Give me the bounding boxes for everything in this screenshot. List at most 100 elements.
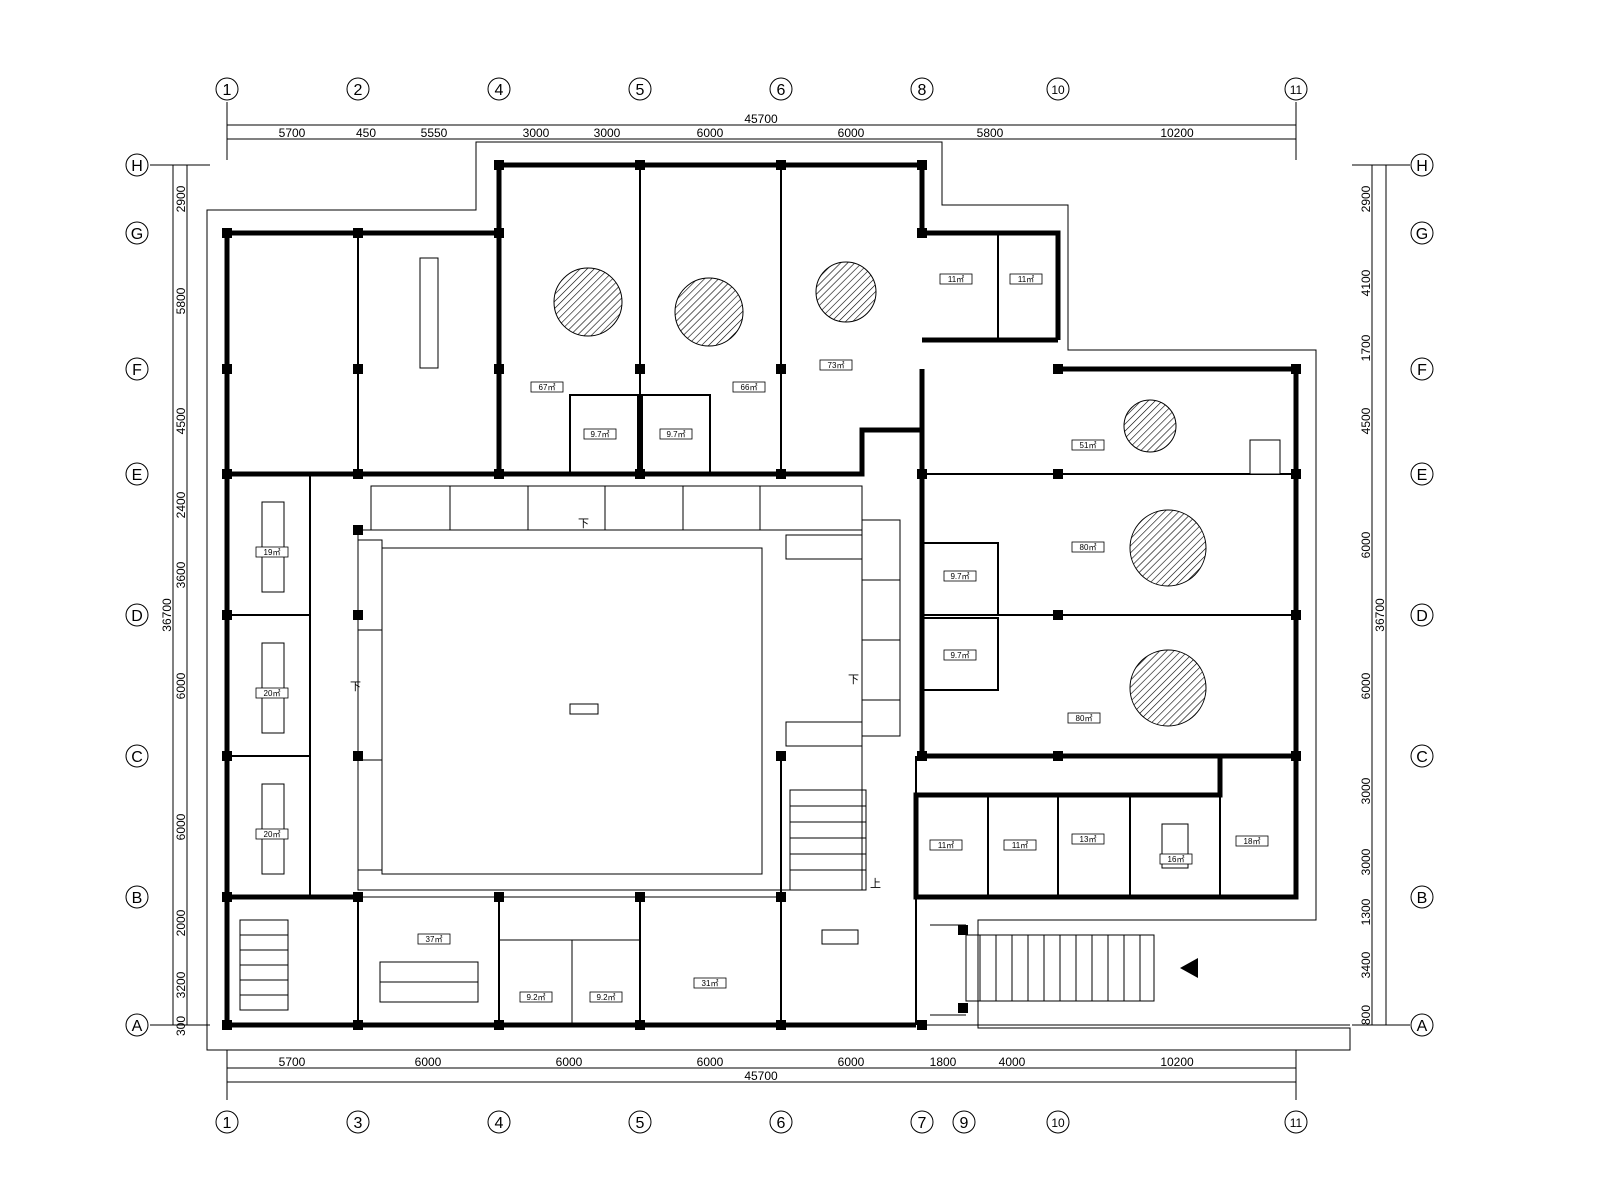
dimension-bottom: 45700 5700 6000 6000 6000 6000 1800 4000…: [227, 1055, 1296, 1083]
grid-bubble-bottom-3: 3: [346, 1110, 370, 1134]
room-area-label: 11㎡: [1012, 841, 1028, 850]
svg-text:2: 2: [354, 82, 363, 99]
room-area-label: 67㎡: [539, 383, 556, 392]
grid-bubble-right-H: H: [1410, 153, 1434, 177]
room-area-label: 16㎡: [1168, 855, 1185, 864]
svg-text:6000: 6000: [1359, 672, 1373, 699]
svg-text:6000: 6000: [174, 813, 188, 840]
svg-text:E: E: [1417, 467, 1428, 484]
svg-text:5700: 5700: [279, 1055, 306, 1069]
svg-text:6000: 6000: [556, 1055, 583, 1069]
dim-bottom-total: 45700: [744, 1069, 778, 1083]
grid-bubble-right-F: F: [1410, 357, 1434, 381]
grid-bubble-bottom-6: 6: [769, 1110, 793, 1134]
grid-bubble-left-G: G: [125, 221, 149, 245]
svg-text:1800: 1800: [930, 1055, 957, 1069]
svg-text:H: H: [1416, 158, 1428, 175]
grid-bubble-right-B: B: [1410, 885, 1434, 909]
svg-text:10200: 10200: [1160, 126, 1194, 140]
svg-text:5700: 5700: [279, 126, 306, 140]
svg-text:2900: 2900: [1359, 185, 1373, 212]
grid-bubble-right-G: G: [1410, 221, 1434, 245]
svg-text:G: G: [1416, 226, 1428, 243]
room-area-label: 80㎡: [1080, 543, 1097, 552]
room-area-label: 66㎡: [741, 383, 758, 392]
grid-bubble-top-8: 8: [910, 77, 934, 101]
svg-text:F: F: [1417, 362, 1427, 379]
svg-text:G: G: [131, 226, 143, 243]
dim-right-total: 36700: [1373, 598, 1387, 632]
svg-text:3000: 3000: [1359, 777, 1373, 804]
grid-bubble-top-1: 1: [215, 77, 239, 101]
svg-text:9: 9: [960, 1115, 969, 1132]
svg-text:5550: 5550: [421, 126, 448, 140]
svg-text:D: D: [131, 608, 143, 625]
grid-bubbles-right: H G F E D C B A: [1410, 153, 1434, 1037]
dimension-right: 36700 2900 4100 1700 4500 6000 6000 3000…: [1359, 165, 1387, 1025]
room-area-label: 20㎡: [264, 830, 281, 839]
svg-text:6000: 6000: [1359, 531, 1373, 558]
dimension-top: 45700 5700 450 5550 3000 3000 6000 6000 …: [227, 112, 1296, 140]
svg-text:300: 300: [174, 1016, 188, 1036]
grid-bubble-bottom-10: 10: [1046, 1110, 1070, 1134]
svg-text:6000: 6000: [415, 1055, 442, 1069]
svg-text:C: C: [1416, 749, 1428, 766]
room-area-label: 11㎡: [948, 275, 964, 284]
private-rooms: [569, 394, 999, 691]
svg-text:3000: 3000: [594, 126, 621, 140]
stair-down-label: 下: [350, 681, 361, 693]
grid-bubble-bottom-7: 7: [910, 1110, 934, 1134]
grid-bubble-left-C: C: [125, 744, 149, 768]
dimension-left: 36700 2900 5800 4500 2400 3600 6000 6000…: [160, 165, 188, 1036]
room-area-label: 9.2㎡: [596, 993, 615, 1002]
room-labels: 9.7㎡ 9.7㎡ 9.7㎡ 9.7㎡ 11㎡ 11㎡ 67㎡ 66㎡ 73㎡ …: [255, 273, 1269, 1003]
entrance-arrow-icon: [1180, 958, 1198, 978]
svg-text:B: B: [1417, 890, 1428, 907]
svg-text:11: 11: [1290, 1116, 1303, 1130]
walls: [224, 162, 1350, 1051]
stair-down-label: 下: [578, 518, 589, 530]
room-area-label: 11㎡: [1018, 275, 1034, 284]
grid-bubble-bottom-5: 5: [628, 1110, 652, 1134]
grid-bubbles-top: 1 2 4 5 6 8 10 11: [215, 77, 1308, 101]
svg-text:2000: 2000: [174, 909, 188, 936]
grid-bubble-left-H: H: [125, 153, 149, 177]
svg-text:10200: 10200: [1160, 1055, 1194, 1069]
grid-bubble-bottom-1: 1: [215, 1110, 239, 1134]
room-area-label: 51㎡: [1080, 441, 1097, 450]
grid-bubble-left-B: B: [125, 885, 149, 909]
svg-text:3600: 3600: [174, 561, 188, 588]
svg-text:4: 4: [495, 1115, 504, 1132]
room-area-label: 9.7㎡: [666, 430, 685, 439]
svg-text:3000: 3000: [1359, 848, 1373, 875]
svg-text:4500: 4500: [174, 407, 188, 434]
svg-text:800: 800: [1359, 1005, 1373, 1025]
room-area-label: 80㎡: [1076, 714, 1093, 723]
room-area-label: 37㎡: [426, 935, 443, 944]
svg-text:3200: 3200: [174, 971, 188, 998]
grid-bubble-top-4: 4: [487, 77, 511, 101]
svg-text:2900: 2900: [174, 185, 188, 212]
room-area-label: 73㎡: [828, 361, 845, 370]
grid-bubble-top-11: 11: [1284, 77, 1308, 101]
room-area-label: 11㎡: [938, 841, 954, 850]
grid-bubble-left-D: D: [125, 603, 149, 627]
room-area-label: 9.7㎡: [950, 572, 969, 581]
svg-text:10: 10: [1051, 1116, 1065, 1130]
stair-down-label: 下: [848, 674, 859, 686]
svg-text:F: F: [132, 362, 142, 379]
svg-text:4: 4: [495, 82, 504, 99]
room-area-label: 13㎡: [1080, 835, 1097, 844]
svg-text:4100: 4100: [1359, 269, 1373, 296]
svg-text:4000: 4000: [999, 1055, 1026, 1069]
grid-bubble-top-10: 10: [1046, 77, 1070, 101]
stair-up-label: 上: [870, 877, 881, 890]
grid-bubble-bottom-11: 11: [1284, 1110, 1308, 1134]
svg-text:1: 1: [223, 1115, 232, 1132]
svg-text:6000: 6000: [697, 126, 724, 140]
svg-text:B: B: [132, 890, 143, 907]
grid-bubble-left-E: E: [125, 462, 149, 486]
grid-bubble-right-E: E: [1410, 462, 1434, 486]
svg-text:450: 450: [356, 126, 376, 140]
grid-bubble-left-F: F: [125, 357, 149, 381]
